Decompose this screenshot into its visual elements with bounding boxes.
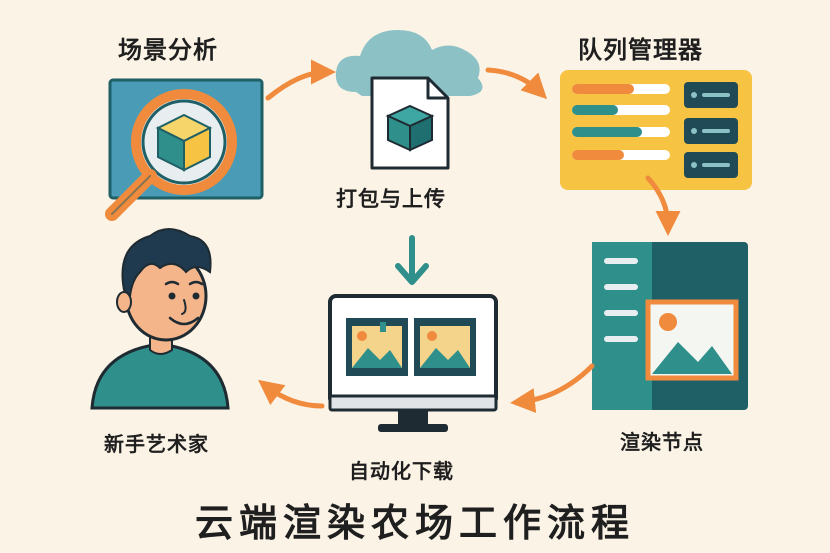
arrow-upload-to-queue (485, 67, 548, 100)
arrow-scene-to-upload (265, 59, 336, 101)
monitor-film-icon (328, 294, 498, 432)
queue-dashboard-icon (560, 70, 752, 190)
step-label-auto-download: 自动化下载 (349, 459, 454, 483)
server-image-icon (592, 242, 748, 410)
step-label-pack-upload: 打包与上传 (336, 187, 446, 211)
step-label-artist: 新手艺术家 (104, 432, 209, 456)
arrow-node-to-download (510, 363, 595, 413)
magnifier-cube-icon (105, 78, 264, 221)
arrow-queue-to-node (645, 175, 681, 236)
person-avatar-icon (90, 228, 230, 410)
step-label-queue-manager: 队列管理器 (578, 36, 703, 64)
step-label-scene-analysis: 场景分析 (118, 36, 218, 64)
cloud-file-icon (335, 30, 483, 170)
step-label-render-node: 渲染节点 (620, 430, 704, 454)
arrow-download-to-artist (258, 379, 325, 409)
diagram-title: 云端渲染农场工作流程 (194, 501, 635, 545)
arrow-upload-to-download (395, 235, 429, 285)
